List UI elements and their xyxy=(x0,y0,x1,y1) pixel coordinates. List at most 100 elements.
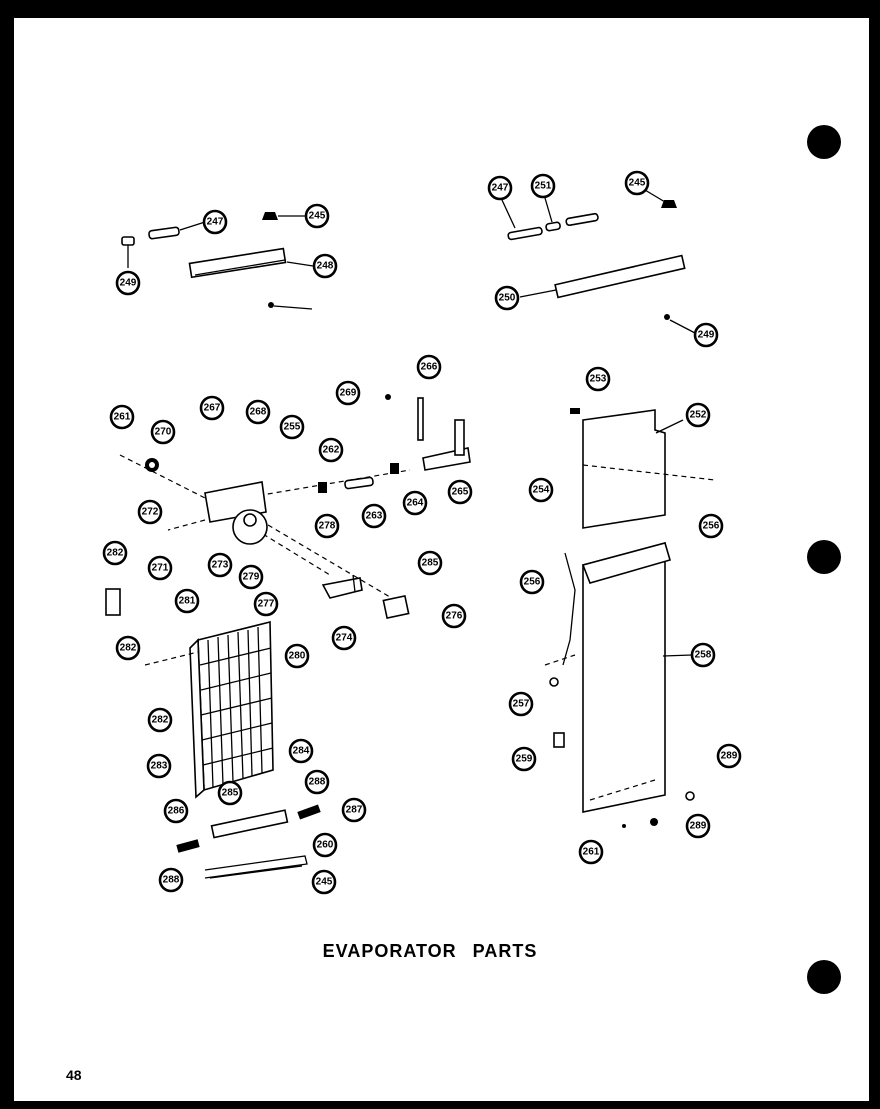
svg-text:262: 262 xyxy=(323,445,340,456)
svg-text:245: 245 xyxy=(309,211,326,222)
callout: 249 xyxy=(693,322,719,348)
callout: 282 xyxy=(102,540,128,566)
svg-text:282: 282 xyxy=(120,643,137,654)
svg-text:289: 289 xyxy=(690,821,707,832)
part-duct-strip xyxy=(562,552,576,666)
binder-hole-top xyxy=(807,125,841,159)
part-heater-wire xyxy=(204,855,308,879)
part-spring xyxy=(344,476,374,490)
callout: 247 xyxy=(202,209,228,235)
part-bracket-258 xyxy=(553,732,565,748)
part-rod xyxy=(417,397,424,441)
callout: 248 xyxy=(312,253,338,279)
svg-text:284: 284 xyxy=(293,746,310,757)
callout: 245 xyxy=(311,869,337,895)
part-heater-coil-right xyxy=(297,804,321,820)
panel-assembly xyxy=(544,408,716,828)
part-pin-right-1 xyxy=(507,226,543,241)
svg-text:252: 252 xyxy=(690,410,707,421)
callout: 261 xyxy=(578,839,604,865)
callout: 268 xyxy=(245,399,271,425)
svg-text:285: 285 xyxy=(222,788,239,799)
callout: 281 xyxy=(174,588,200,614)
callout: 269 xyxy=(335,380,361,406)
svg-text:257: 257 xyxy=(513,699,530,710)
part-lower-panel xyxy=(582,541,666,813)
part-screw-left xyxy=(268,302,274,308)
svg-text:288: 288 xyxy=(309,777,326,788)
svg-text:279: 279 xyxy=(243,572,260,583)
diagram-title: EVAPORATOR PARTS xyxy=(322,941,538,961)
part-thermostat xyxy=(382,594,410,620)
svg-text:248: 248 xyxy=(317,261,334,272)
callout: 252 xyxy=(685,402,711,428)
svg-text:283: 283 xyxy=(151,761,168,772)
callout: 288 xyxy=(304,769,330,795)
callout: 254 xyxy=(528,477,554,503)
svg-text:261: 261 xyxy=(583,847,600,858)
callout: 250 xyxy=(494,285,520,311)
callout: 251 xyxy=(530,173,556,199)
callout: 267 xyxy=(199,395,225,421)
callout: 247 xyxy=(487,175,513,201)
svg-text:271: 271 xyxy=(152,563,169,574)
svg-text:269: 269 xyxy=(340,388,357,399)
svg-text:277: 277 xyxy=(258,599,275,610)
callout: 283 xyxy=(146,753,172,779)
part-pin-right-2 xyxy=(545,221,561,232)
svg-text:255: 255 xyxy=(284,422,301,433)
svg-text:282: 282 xyxy=(152,715,169,726)
callout: 249 xyxy=(115,270,141,296)
callout: 286 xyxy=(163,798,189,824)
part-clip-253 xyxy=(570,408,580,414)
part-upper-panel xyxy=(582,409,666,529)
callout: 284 xyxy=(288,738,314,764)
callout: 256 xyxy=(698,513,724,539)
callout: 265 xyxy=(447,479,473,505)
svg-text:247: 247 xyxy=(207,217,224,228)
svg-text:268: 268 xyxy=(250,407,267,418)
svg-text:249: 249 xyxy=(120,278,137,289)
svg-text:258: 258 xyxy=(695,650,712,661)
callout: 263 xyxy=(361,503,387,529)
right-rail-assembly xyxy=(501,189,696,334)
part-plug-left xyxy=(121,236,135,246)
svg-text:281: 281 xyxy=(179,596,196,607)
evaporator-coil xyxy=(105,588,321,879)
svg-text:282: 282 xyxy=(107,548,124,559)
callout: 256 xyxy=(519,569,545,595)
svg-text:266: 266 xyxy=(421,362,438,373)
binder-hole-bottom xyxy=(807,960,841,994)
page-number: 48 xyxy=(66,1067,82,1083)
callout: 259 xyxy=(511,746,537,772)
part-rail-left xyxy=(188,247,287,279)
svg-text:267: 267 xyxy=(204,403,221,414)
svg-text:272: 272 xyxy=(142,507,159,518)
part-wheel xyxy=(232,509,268,545)
svg-text:278: 278 xyxy=(319,521,336,532)
left-rail-assembly xyxy=(121,212,314,310)
callout: 270 xyxy=(150,419,176,445)
callout: 260 xyxy=(312,832,338,858)
part-heater-coil-left xyxy=(176,839,200,853)
svg-text:245: 245 xyxy=(316,877,333,888)
part-clip-282 xyxy=(105,588,121,616)
svg-text:288: 288 xyxy=(163,875,180,886)
callout: 279 xyxy=(238,564,264,590)
svg-text:261: 261 xyxy=(114,412,131,423)
callout: 280 xyxy=(284,643,310,669)
callout: 245 xyxy=(624,170,650,196)
callout: 266 xyxy=(416,354,442,380)
mechanism-assembly xyxy=(119,394,471,620)
callout: 289 xyxy=(716,743,742,769)
callout: 253 xyxy=(585,366,611,392)
svg-text:247: 247 xyxy=(492,183,509,194)
part-clip-left xyxy=(262,212,278,220)
svg-text:250: 250 xyxy=(499,293,516,304)
callout: 282 xyxy=(115,635,141,661)
callout: 288 xyxy=(158,867,184,893)
svg-text:259: 259 xyxy=(516,754,533,765)
part-pin-left xyxy=(148,226,180,240)
callout: 277 xyxy=(253,591,279,617)
